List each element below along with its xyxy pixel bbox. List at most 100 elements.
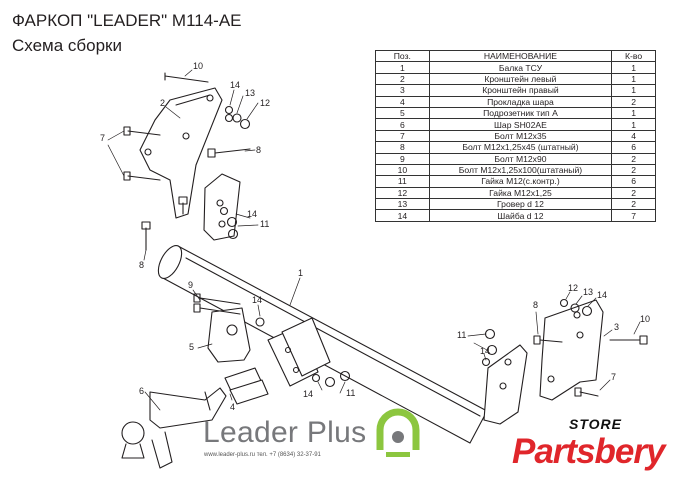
- tow-ball: [121, 387, 227, 469]
- cell-position: 7: [375, 129, 430, 143]
- callout-2: 2: [160, 98, 166, 108]
- cell-name: Балка ТСУ: [428, 61, 613, 74]
- cell-quantity: 1: [611, 61, 656, 74]
- cell-name: Гайка М12(с.контр.): [428, 175, 613, 188]
- cell-name: Болт М12х1,25х100(штатаный): [428, 163, 613, 177]
- cell-quantity: 1: [611, 72, 656, 86]
- cell-position: 2: [375, 72, 430, 86]
- cell-name: Прокладка шара: [428, 95, 613, 108]
- left-bracket: [139, 87, 223, 219]
- column-header-name: НАИМЕНОВАНИЕ: [428, 49, 613, 63]
- cell-position: 4: [375, 95, 430, 108]
- cell-position: 8: [375, 141, 430, 154]
- cell-position: 13: [375, 198, 430, 211]
- cell-quantity: 2: [611, 152, 656, 165]
- brand-contact: www.leader-plus.ru тел. +7 (8634) 32-37-…: [204, 452, 321, 458]
- callout-7: 7: [100, 133, 106, 143]
- table-header-row: Поз. НАИМЕНОВАНИЕ К-во: [375, 49, 656, 63]
- cell-quantity: 2: [611, 163, 656, 177]
- callout-14: 14: [303, 389, 314, 399]
- watermark-partsbery: Partsbery: [512, 432, 665, 471]
- callout-5: 5: [189, 342, 195, 352]
- cell-name: Гровер d 12: [428, 198, 613, 211]
- ball-mount-plates: [267, 317, 331, 387]
- callout-8: 8: [533, 300, 539, 310]
- callout-14: 14: [597, 290, 608, 300]
- cell-quantity: 4: [611, 129, 656, 143]
- callout-13: 13: [583, 287, 594, 297]
- cell-position: 10: [375, 163, 430, 177]
- tow-beam: [157, 245, 488, 444]
- cell-position: 1: [375, 61, 430, 74]
- cell-quantity: 1: [611, 118, 656, 131]
- leader-plus-logo-mark: [376, 408, 420, 457]
- cell-name: Шайба d 12: [428, 209, 613, 222]
- callout-11: 11: [457, 330, 467, 340]
- cell-quantity: 2: [611, 198, 656, 211]
- callout-8: 8: [139, 260, 145, 270]
- center-bracket: [203, 173, 241, 241]
- column-header-position: Поз.: [375, 49, 430, 63]
- cell-name: Гайка М12х1,25: [428, 186, 613, 200]
- nuts-washers: [219, 105, 593, 388]
- callout-14: 14: [480, 346, 491, 356]
- callout-8: 8: [256, 145, 262, 155]
- watermark-store: STORE: [569, 416, 622, 432]
- cell-name: Подрозетник тип А: [428, 106, 613, 120]
- right-end-plate: [483, 344, 528, 425]
- callout-6: 6: [139, 386, 145, 396]
- cell-quantity: 1: [611, 84, 656, 97]
- callout-14: 14: [247, 209, 258, 219]
- column-header-quantity: К-во: [611, 49, 656, 63]
- callout-9: 9: [188, 280, 194, 290]
- callout-12: 12: [568, 283, 579, 293]
- callout-12: 12: [260, 98, 271, 108]
- callout-11: 11: [260, 219, 270, 229]
- callout-13: 13: [245, 88, 256, 98]
- bolts: [123, 72, 648, 411]
- cell-position: 6: [375, 118, 430, 131]
- callout-3: 3: [614, 322, 620, 332]
- callout-11: 11: [346, 388, 356, 398]
- callout-1: 1: [298, 268, 304, 278]
- cell-position: 14: [375, 209, 430, 222]
- diagram-title: ФАРКОП "LEADER" М114-АЕ: [12, 11, 242, 30]
- cell-quantity: 2: [611, 95, 656, 108]
- cell-name: Кронштейн левый: [428, 72, 613, 86]
- brand-name: Leader Plus: [203, 416, 367, 449]
- callout-10: 10: [640, 314, 651, 324]
- cell-position: 5: [375, 106, 430, 120]
- callout-10: 10: [193, 61, 204, 71]
- cell-position: 11: [375, 175, 430, 188]
- cell-quantity: 7: [611, 209, 656, 222]
- cell-quantity: 6: [611, 141, 656, 154]
- cell-quantity: 2: [611, 186, 656, 200]
- diagram-subtitle: Схема сборки: [12, 36, 122, 55]
- right-bracket: [539, 299, 604, 401]
- callout-14: 14: [252, 295, 263, 305]
- socket-holder: [207, 307, 251, 363]
- callout-14: 14: [230, 80, 241, 90]
- callout-7: 7: [611, 372, 617, 382]
- cell-name: Кронштейн правый: [428, 84, 613, 97]
- ball-shims: [224, 367, 269, 405]
- cell-name: Болт М12х90: [428, 152, 613, 165]
- cell-quantity: 6: [611, 175, 656, 188]
- callout-4: 4: [230, 402, 236, 412]
- cell-quantity: 1: [611, 106, 656, 120]
- cell-position: 9: [375, 152, 430, 165]
- cell-position: 12: [375, 186, 430, 200]
